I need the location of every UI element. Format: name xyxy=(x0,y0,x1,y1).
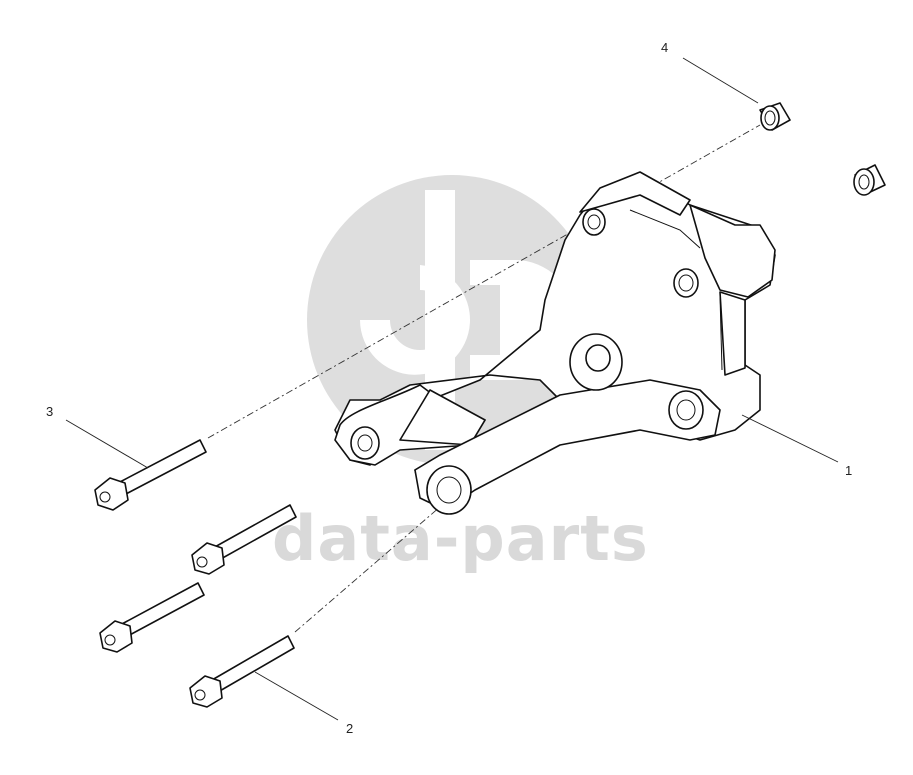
bolt-2 xyxy=(189,635,295,708)
callout-1: 1 xyxy=(845,463,852,478)
leader-1 xyxy=(741,414,839,463)
callout-4: 4 xyxy=(661,40,668,55)
centerline-bolt-3 xyxy=(207,124,761,439)
centerline-bolt-2 xyxy=(294,499,449,633)
bushing-left xyxy=(759,102,791,131)
watermark-text: data-parts xyxy=(272,502,649,575)
bushing-right xyxy=(853,164,886,196)
bracket xyxy=(334,171,776,515)
bolt-upper-middle xyxy=(191,504,297,575)
bolt-lower-middle xyxy=(99,582,205,653)
bolt-3 xyxy=(94,439,207,511)
callout-2: 2 xyxy=(346,721,353,736)
leader-2 xyxy=(254,671,339,721)
callout-3: 3 xyxy=(46,404,53,419)
leader-4 xyxy=(682,57,759,104)
leader-3 xyxy=(65,419,149,469)
